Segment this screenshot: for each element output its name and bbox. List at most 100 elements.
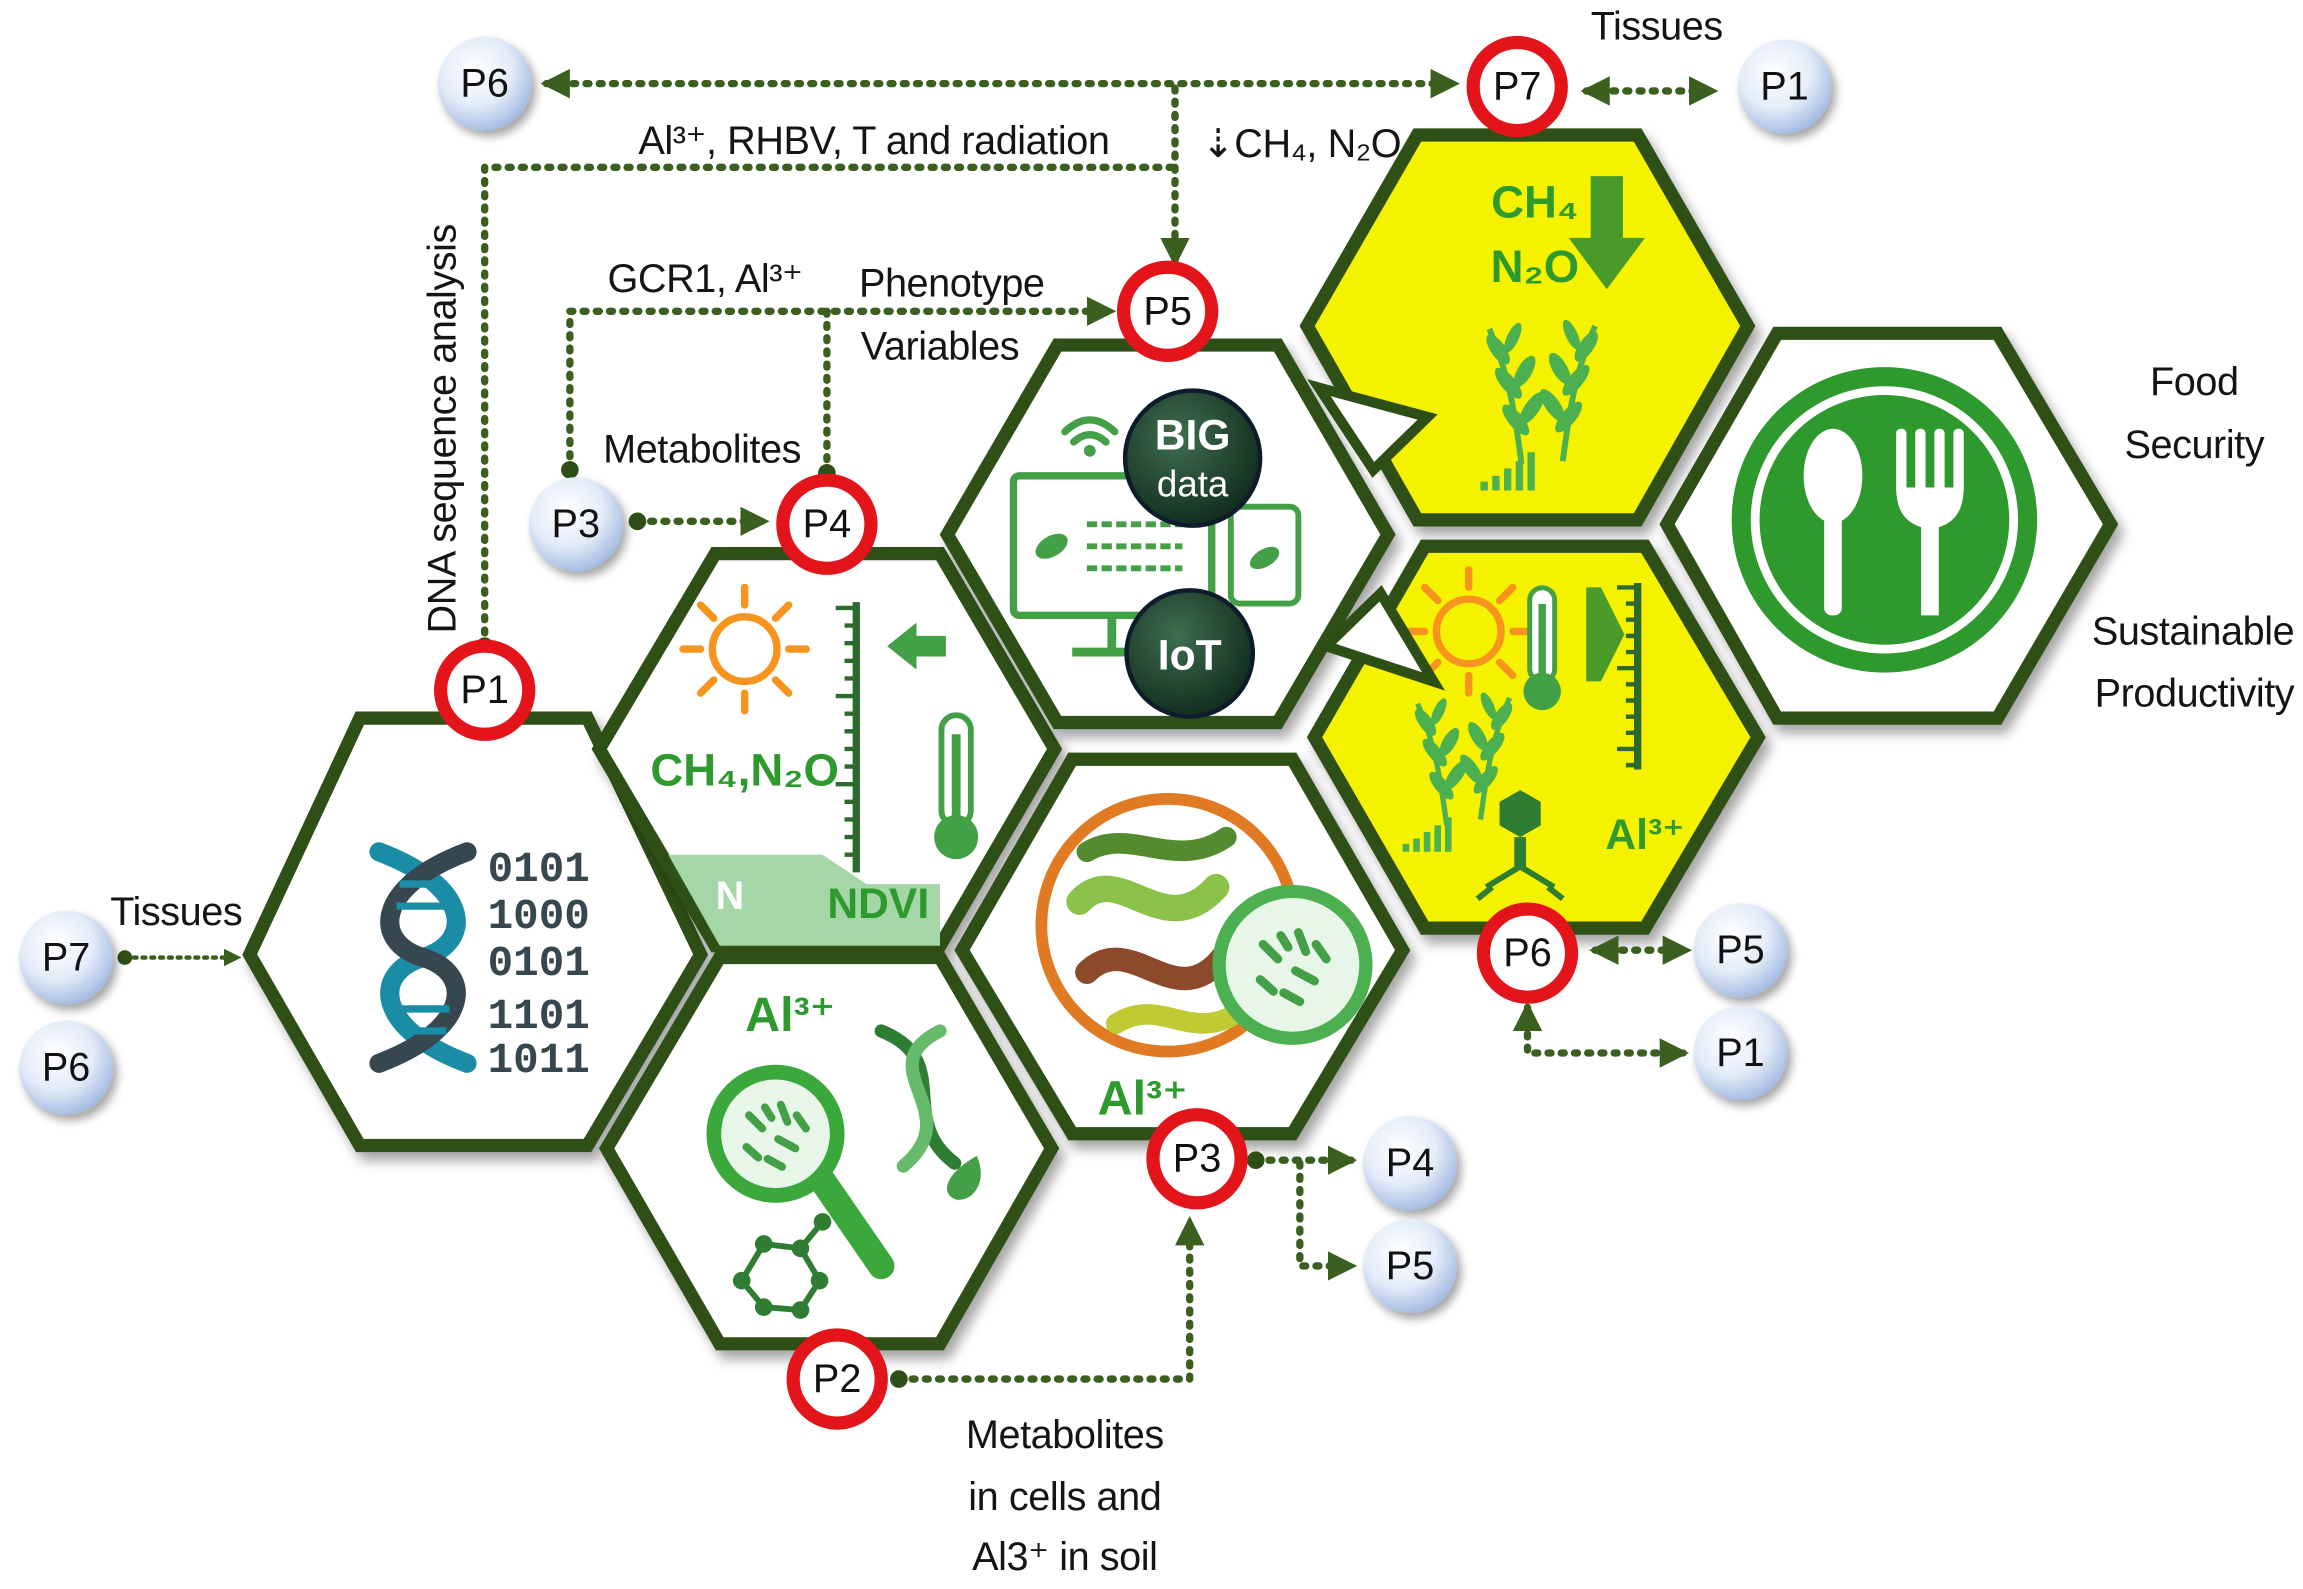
node-label: P7 [42, 936, 90, 980]
hex-microbiome: Al³⁺ [598, 950, 1060, 1351]
label-metabolites-cells: Al3⁺ in soil [972, 1535, 1157, 1579]
node-blue-p6-left: P6 [19, 1020, 114, 1115]
binary-line: 0101 [488, 846, 590, 894]
label-dna-analysis: DNA sequence analysis [420, 224, 464, 633]
label-productivity: Productivity [2095, 671, 2295, 715]
n2o-label: N₂O [1491, 241, 1580, 292]
spoon-fork-icon [1731, 367, 2038, 673]
sun-icon [679, 583, 811, 715]
node-blue-p6-top: P6 [437, 36, 532, 131]
ruler-scale-icon [1617, 583, 1642, 770]
label-gcr1: GCR1, Al³⁺ [608, 257, 803, 301]
flow-arrow-bottom [1316, 585, 1446, 691]
dna-icon [369, 842, 477, 1073]
connector-dot [117, 950, 133, 965]
big-data-badge: BIG data [1122, 388, 1263, 528]
node-red-p7: P7 [1466, 35, 1568, 138]
iot-badge: IoT [1124, 588, 1256, 719]
connector-p3-p5-blue [1296, 1159, 1358, 1281]
ndvi-label: NDVI [827, 880, 929, 928]
label-metabolites: Metabolites [603, 428, 801, 472]
red-nodes: P1 P4 P5 P7 P6 P3 P2 [434, 35, 1579, 1430]
node-label: P1 [1760, 65, 1809, 109]
node-blue-p3: P3 [528, 477, 623, 572]
node-label: P5 [1143, 289, 1192, 333]
node-label: P5 [1386, 1244, 1435, 1288]
connector-p1-env [481, 163, 1179, 650]
node-blue-p4: P4 [1363, 1116, 1457, 1211]
climate-gases-label: CH₄,N₂O [650, 745, 839, 796]
label-food: Food [2150, 360, 2239, 404]
connector-dot [890, 1370, 908, 1388]
hex-climate: CH₄,N₂O N NDVI [591, 547, 1063, 953]
connector-dot [628, 512, 647, 531]
ch4-label: CH₄ [1491, 176, 1578, 227]
thermometer-icon [934, 715, 978, 859]
wifi-icon [1061, 416, 1119, 457]
magnifier-icon [706, 1064, 895, 1280]
microbiome-al-label: Al³⁺ [745, 988, 835, 1042]
connector-p6-p1 [1512, 1001, 1690, 1068]
hex-digital: BIG data IoT [939, 338, 1396, 730]
dna-small-icon [874, 1024, 981, 1200]
binary-line: 1011 [488, 1037, 590, 1085]
node-red-p5: P5 [1116, 260, 1219, 362]
node-blue-p5-right: P5 [1693, 903, 1788, 998]
ruler-scale-icon [835, 602, 860, 873]
node-label: P1 [1716, 1031, 1765, 1075]
phone-icon [1227, 503, 1302, 607]
node-blue-p1-top: P1 [1737, 39, 1832, 134]
hex-stress: Al³⁺ [1306, 539, 1766, 935]
bacteriophage-icon [1475, 790, 1565, 902]
node-label: P3 [1173, 1137, 1222, 1181]
connector-dot [1246, 1151, 1265, 1170]
connectors [117, 68, 1719, 1388]
label-sustainable: Sustainable [2092, 610, 2294, 654]
ndvi-band [668, 854, 940, 946]
node-label: P1 [460, 668, 509, 712]
node-label: P4 [1386, 1141, 1435, 1185]
ndvi-n-label: N [716, 874, 745, 918]
node-label: P3 [552, 502, 601, 546]
flow-arrow-top [1307, 379, 1438, 478]
bacteria-badge-icon [1212, 884, 1373, 1045]
node-label: P4 [803, 502, 852, 546]
node-label: P6 [42, 1046, 90, 1090]
node-label: P2 [813, 1357, 862, 1401]
node-red-p2: P2 [786, 1328, 888, 1430]
hex-food [1659, 326, 2119, 725]
node-blue-p1-right: P1 [1693, 1006, 1788, 1100]
connector-p2-p3 [895, 1216, 1205, 1383]
hex-proteomics: Al³⁺ [954, 752, 1411, 1141]
label-tissues-top: Tissues [1591, 5, 1723, 49]
binary-line: 1101 [488, 993, 590, 1041]
annotations: Tissues Al³⁺, RHBV, T and radiation ⇣CH₄… [110, 5, 2295, 1579]
down-arrow-icon [1568, 176, 1645, 290]
stress-al-label: Al³⁺ [1605, 811, 1684, 859]
molecule-icon [732, 1213, 832, 1319]
node-label: P5 [1716, 928, 1765, 972]
iot-label: IoT [1158, 632, 1222, 680]
data-label: data [1157, 463, 1229, 504]
blue-nodes: P6 P1 P3 P7 P6 P5 P1 P4 P5 [19, 36, 1832, 1313]
label-security: Security [2124, 423, 2264, 467]
node-red-p4: P4 [776, 473, 878, 575]
label-emissions-reduction: ⇣CH₄, N₂O [1202, 122, 1402, 166]
node-red-p1: P1 [434, 639, 536, 741]
node-blue-p7: P7 [19, 910, 114, 1005]
hex-genomics-frame [242, 711, 709, 1153]
label-metabolites-cells: Metabolites [966, 1413, 1164, 1457]
label-tissues-left: Tissues [110, 890, 242, 934]
hex-genomics: 0101 1000 0101 1101 1011 [242, 711, 709, 1153]
node-label: P6 [1503, 931, 1552, 975]
node-red-p3: P3 [1146, 1108, 1248, 1210]
connector-p3-p5 [566, 296, 1117, 474]
label-phenotype: Phenotype [859, 262, 1045, 306]
binary-line: 1000 [488, 893, 590, 941]
node-blue-p5-bottom: P5 [1363, 1218, 1457, 1313]
binary-line: 0101 [488, 940, 590, 988]
node-label: P7 [1493, 65, 1542, 109]
arrow-left-icon [887, 622, 946, 670]
